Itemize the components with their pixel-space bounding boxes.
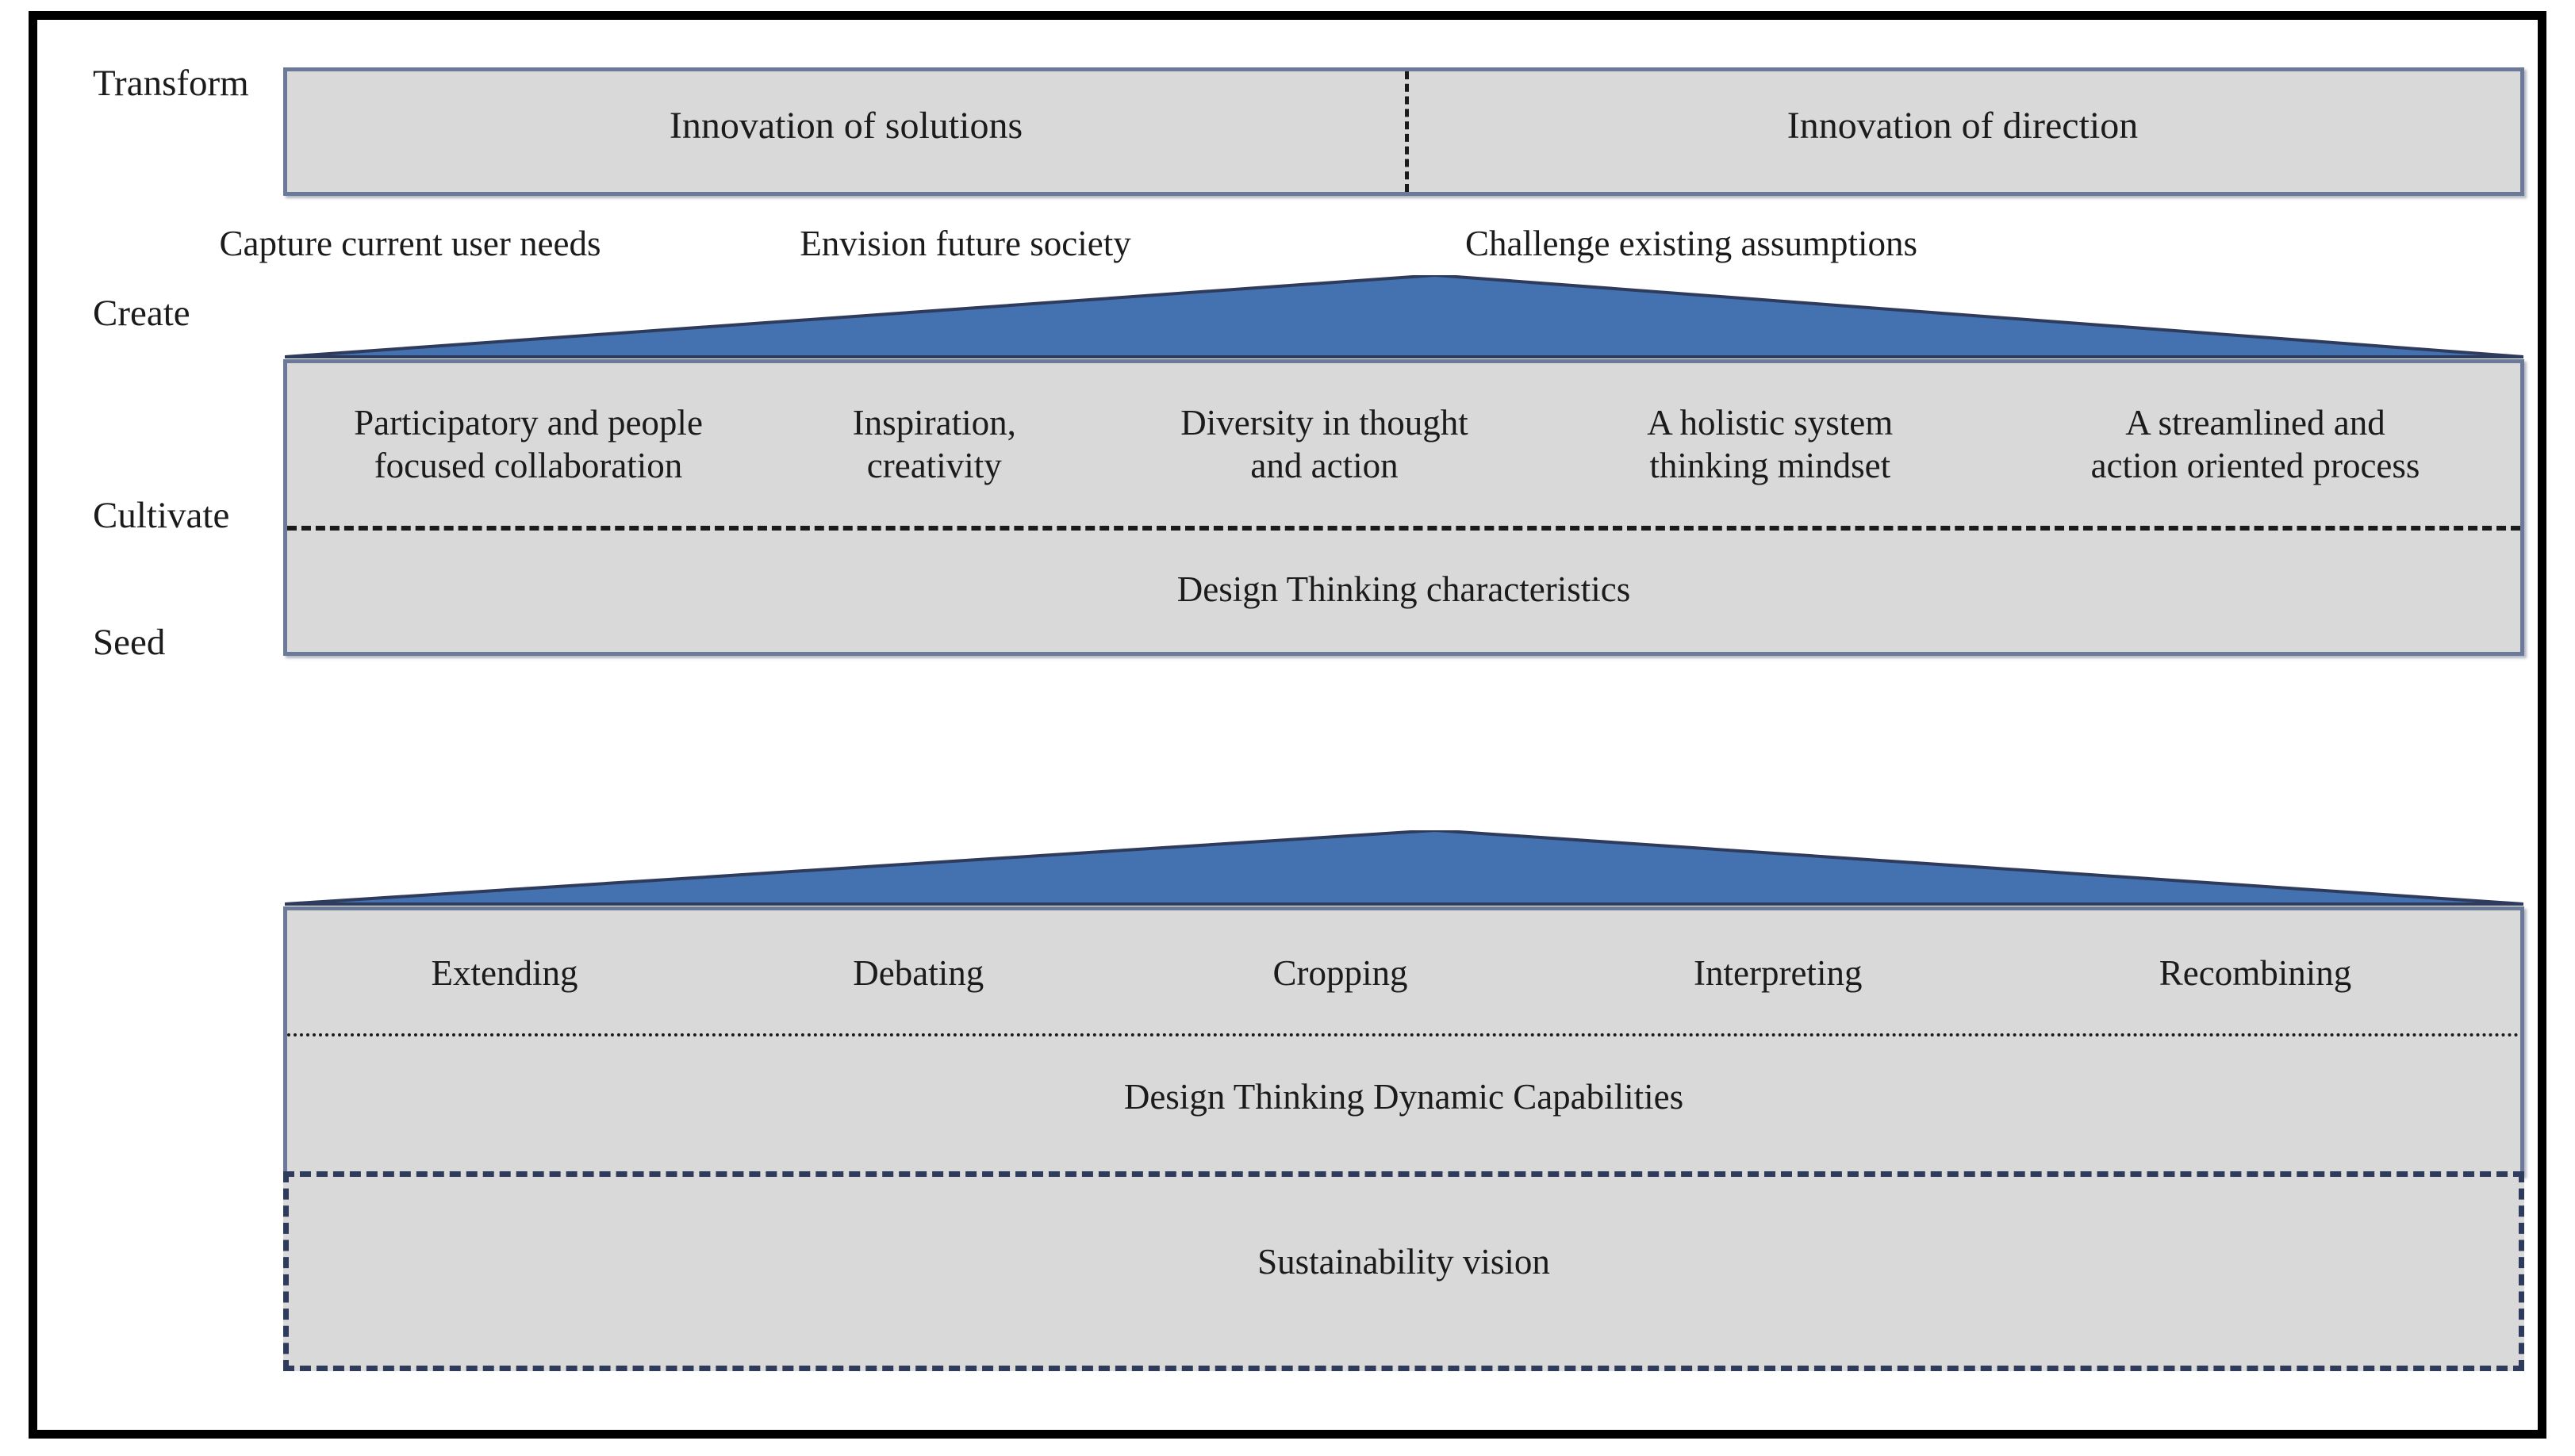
cultivate-capabilities-row: Extending Debating Cropping Interpreting… xyxy=(287,952,2520,994)
create-characteristic-4: A streamlined and action oriented proces… xyxy=(2090,403,2420,485)
create-caption: Design Thinking characteristics xyxy=(1176,569,1631,609)
transform-panel: Innovation of solutions Innovation of di… xyxy=(283,67,2524,196)
seed-caption: Sustainability vision xyxy=(1257,1242,1550,1282)
stage-label-cultivate: Cultivate xyxy=(93,495,230,536)
cultivate-panel: Extending Debating Cropping Interpreting… xyxy=(283,906,2524,1176)
create-characteristic-3: A holistic system thinking mindset xyxy=(1647,403,1894,485)
cultivate-caption: Design Thinking Dynamic Capabilities xyxy=(1123,1077,1684,1117)
transform-caption-1: Envision future society xyxy=(800,224,1131,263)
upper-blue-triangle xyxy=(285,275,2523,358)
cultivate-capability-4: Recombining xyxy=(2159,953,2352,993)
create-panel-divider xyxy=(287,526,2520,531)
transform-caption-2: Challenge existing assumptions xyxy=(1465,224,1917,263)
seed-panel: Sustainability vision xyxy=(283,1171,2524,1371)
stage-label-seed: Seed xyxy=(93,622,166,663)
create-characteristic-2: Diversity in thought and action xyxy=(1180,403,1468,485)
cultivate-capability-0: Extending xyxy=(431,953,578,993)
transform-caption-0: Capture current user needs xyxy=(219,224,601,263)
cultivate-capability-1: Debating xyxy=(853,953,984,993)
transform-panel-divider xyxy=(1405,71,1409,192)
stage-label-create: Create xyxy=(93,293,190,334)
create-characteristic-0: Participatory and people focused collabo… xyxy=(354,403,703,485)
create-characteristic-1: Inspiration, creativity xyxy=(852,403,1016,485)
transform-right-label: Innovation of direction xyxy=(1786,105,2139,147)
stage-label-transform: Transform xyxy=(93,63,249,104)
transform-left-label: Innovation of solutions xyxy=(669,105,1023,147)
cultivate-capability-3: Interpreting xyxy=(1694,953,1863,993)
upper-blue-triangle-shape xyxy=(285,275,2523,358)
figure-outer-frame: Transform Create Cultivate Seed Innovati… xyxy=(29,11,2546,1439)
create-characteristics-row: Participatory and people focused collabo… xyxy=(287,401,2520,487)
cultivate-panel-divider xyxy=(287,1033,2520,1036)
lower-blue-triangle xyxy=(285,830,2523,906)
create-panel: Participatory and people focused collabo… xyxy=(283,359,2524,656)
cultivate-capability-2: Cropping xyxy=(1272,953,1408,993)
lower-blue-triangle-shape xyxy=(285,830,2523,906)
